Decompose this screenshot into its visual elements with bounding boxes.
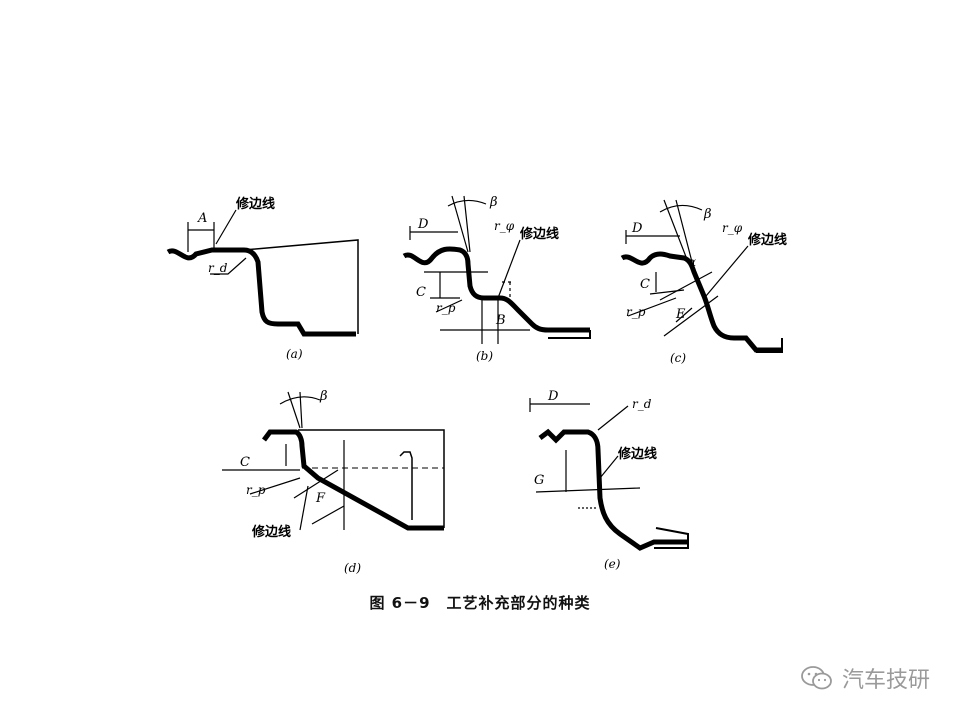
panel-c-profile (620, 251, 782, 353)
panel-c-trim-label: 修边线 (747, 232, 787, 248)
panel-a-rd-leader (210, 257, 247, 275)
panel-b-beta-label: β (489, 195, 498, 210)
watermark-text: 汽车技研 (841, 668, 930, 693)
panel-c (620, 199, 783, 353)
panel-e-rd-leader (597, 405, 629, 431)
wechat-icon (801, 666, 832, 690)
panel-b-dim-C (424, 271, 488, 299)
panel-e (529, 398, 689, 551)
panel-c-beta-lines (663, 199, 693, 263)
panel-a-trim-leader (215, 209, 237, 245)
panel-c-beta-label: β (703, 207, 712, 222)
panel-c-beta-arc (659, 204, 703, 213)
panel-a-trim-label: 修边线 (235, 196, 275, 212)
panel-c-dim-C-label: C (640, 277, 650, 292)
panel-e-caption: (e) (604, 557, 621, 571)
panel-d-outline (298, 429, 445, 528)
panel-d-trim-label: 修边线 (251, 524, 291, 540)
panel-a-dim-A (187, 222, 215, 252)
panel-c-rp-leader (627, 297, 677, 317)
panel-a-caption: (a) (286, 347, 303, 361)
panel-c-bottom (756, 338, 783, 353)
panel-c-alpha-label: α (688, 255, 696, 269)
panel-d-rp-leader (249, 477, 301, 495)
panel-b-trim-leader (497, 239, 521, 299)
panel-a-dim-A-label: A (197, 211, 207, 226)
panel-d-dim-C (222, 444, 300, 471)
panel-c-trim-leader (705, 245, 749, 297)
panel-d (222, 391, 445, 531)
panel-b-beta-arc (447, 199, 487, 207)
panel-d-pin (399, 451, 413, 520)
panel-e-dim-D (529, 398, 590, 412)
panel-c-dim-D (625, 230, 680, 244)
panel-a-rd-label: r_d (208, 261, 228, 275)
panel-b-rp-leader (435, 299, 463, 313)
figure-caption: 图 6－9 工艺补充部分的种类 (369, 594, 591, 612)
panel-d-profile (262, 429, 444, 531)
panel-b-rp-label: r_p (436, 301, 456, 315)
panel-b-dim-D (409, 226, 458, 240)
panel-b-dim-B (440, 300, 530, 344)
panel-d-beta-arc (279, 396, 321, 405)
panel-b-beta-lines (451, 195, 471, 253)
panel-d-trim-leader (299, 485, 309, 531)
panel-e-dim-G (535, 450, 641, 493)
panel-d-dim-C-label: C (240, 455, 250, 470)
panel-c-E-lines (659, 271, 719, 337)
panel-e-trim-leader (599, 455, 619, 479)
panel-d-F-lines (293, 440, 345, 530)
panel-c-dim-D-label: D (631, 221, 643, 236)
panel-b-bottom (548, 330, 591, 339)
panel-a-profile (166, 247, 356, 337)
panel-b-rphi-label: r_φ (494, 219, 515, 233)
panel-e-dim-G-label: G (534, 473, 544, 488)
panel-b-trim-label: 修边线 (519, 226, 559, 242)
panel-a-die-outline (243, 239, 359, 334)
panel-c-caption: (c) (670, 351, 686, 365)
panel-e-profile (538, 428, 688, 551)
panel-d-beta-label: β (319, 389, 328, 404)
panel-c-rp-label: r_p (626, 305, 646, 319)
panel-c-rphi-label: r_φ (722, 221, 743, 235)
panel-e-rd-label: r_d (632, 397, 652, 411)
panel-d-F-label: F (315, 491, 326, 506)
panel-e-dim-D-label: D (547, 389, 559, 404)
panel-c-E-label: E (675, 307, 686, 322)
panel-c-dim-C (649, 272, 685, 295)
panel-a (166, 209, 359, 337)
panel-d-caption: (d) (344, 561, 361, 575)
watermark: 汽车技研 (800, 662, 930, 694)
panel-b-dim-C-label: C (416, 285, 426, 300)
panel-d-rp-label: r_p (246, 483, 266, 497)
panel-b (402, 195, 591, 344)
panel-e-bottom (654, 527, 689, 549)
panel-d-beta-lines (287, 391, 303, 429)
panel-b-dim-B-label: B (495, 313, 506, 328)
panel-e-trim-label: 修边线 (617, 446, 657, 462)
panel-b-profile (402, 246, 590, 333)
panel-b-dim-D-label: D (417, 217, 429, 232)
panel-b-caption: (b) (476, 349, 493, 363)
